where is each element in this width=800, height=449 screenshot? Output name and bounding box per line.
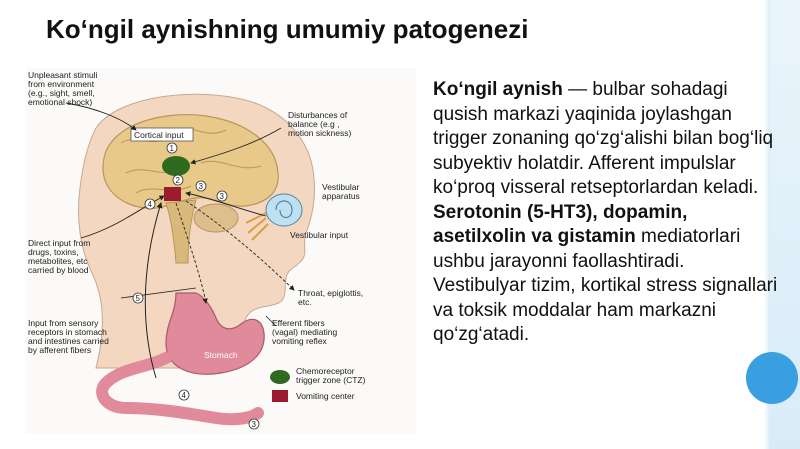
label-vestibular-apparatus: Vestibular apparatus bbox=[322, 182, 362, 201]
pathogenesis-diagram: Cortical input 1 2 3 4 5 3 4 3 Unpleasan… bbox=[26, 68, 416, 434]
ctz-marker bbox=[162, 156, 190, 176]
legend-vomiting-label: Vomiting center bbox=[296, 391, 355, 401]
diagram-legend: Chemoreceptor trigger zone (CTZ) Vomitin… bbox=[270, 366, 366, 402]
term-bold: Ko‘ngil aynish bbox=[433, 79, 563, 100]
legend-ctz-swatch bbox=[270, 370, 290, 384]
number-markers: 1 2 3 4 5 3 4 3 bbox=[132, 142, 260, 430]
label-throat: Throat, epiglottis, etc. bbox=[298, 288, 366, 307]
stomach bbox=[165, 292, 265, 375]
label-sensory: Input from sensory receptors in stomach … bbox=[28, 318, 111, 355]
svg-text:2: 2 bbox=[176, 176, 181, 185]
label-stomach: Stomach bbox=[204, 350, 238, 360]
intestine bbox=[96, 352, 264, 426]
arrow-direct bbox=[80, 195, 165, 239]
arrow-stimuli bbox=[65, 102, 137, 131]
arrow-sensory bbox=[144, 202, 163, 379]
line-efferent bbox=[265, 315, 277, 327]
label-stimuli: Unpleasant stimuli from environment (e.g… bbox=[28, 70, 100, 107]
legend-ctz-label: Chemoreceptor trigger zone (CTZ) bbox=[296, 366, 366, 385]
svg-text:1: 1 bbox=[170, 144, 175, 153]
body-part-2: mediatorlari ushbu jarayonni faollashtir… bbox=[433, 226, 778, 345]
label-vestibular-input: Vestibular input bbox=[290, 230, 349, 240]
vomiting-center-marker bbox=[164, 187, 181, 201]
arrow-efferent bbox=[175, 202, 208, 304]
svg-text:3: 3 bbox=[199, 182, 204, 191]
mediators-bold: Serotonin (5-HT3), dopamin, asetilxolin … bbox=[433, 201, 688, 248]
arrow-throat bbox=[185, 200, 295, 291]
cortical-input-box bbox=[130, 127, 194, 142]
label-direct-input: Direct input from drugs, toxins, metabol… bbox=[28, 238, 93, 275]
svg-text:4: 4 bbox=[182, 391, 187, 400]
svg-text:3: 3 bbox=[252, 420, 257, 429]
brainstem bbox=[165, 199, 197, 264]
label-balance: Disturbances of balance (e.g , motion si… bbox=[288, 110, 351, 138]
svg-text:5: 5 bbox=[136, 294, 141, 303]
svg-text:3: 3 bbox=[220, 192, 225, 201]
arrow-balance bbox=[190, 127, 282, 165]
body-part-1: — bulbar sohadagi qusish markazi yaqinid… bbox=[433, 79, 774, 198]
cerebellum bbox=[193, 203, 239, 233]
decorative-blue-circle bbox=[746, 352, 798, 404]
label-efferent: Efferent fibers (vagal) mediating vomiti… bbox=[272, 318, 340, 346]
cortical-input-label: Cortical input bbox=[134, 130, 184, 140]
legend-vomiting-swatch bbox=[272, 390, 288, 402]
body-text: Ko‘ngil aynish — bulbar sohadagi qusish … bbox=[433, 78, 778, 348]
arrow-vestibular bbox=[185, 191, 267, 217]
slide-title: Ko‘ngil aynishning umumiy patogenezi bbox=[46, 14, 529, 44]
vestibular-apparatus bbox=[245, 193, 303, 241]
svg-text:4: 4 bbox=[148, 200, 153, 209]
